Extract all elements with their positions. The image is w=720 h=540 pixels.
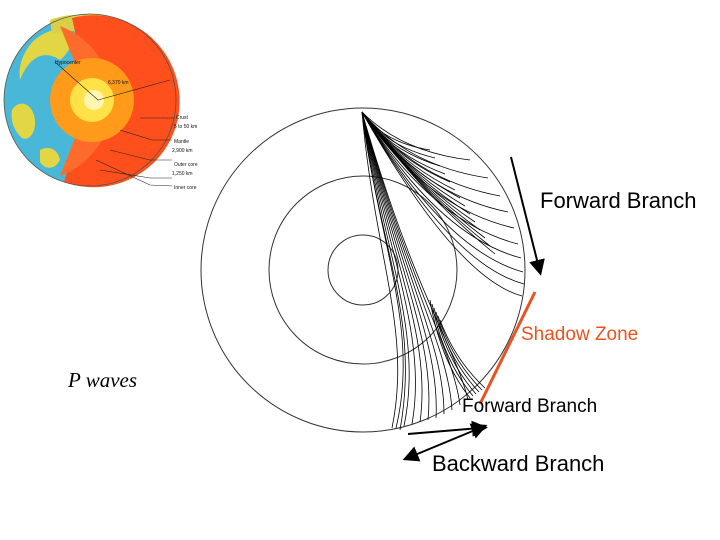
ray-shallow-8 (361, 111, 524, 273)
forward-branch-upper-label: Forward Branch (540, 188, 697, 213)
ray-deep-8 (361, 111, 453, 411)
inset-label-hypocenter: Hypocenter (55, 60, 81, 66)
ray-fan-14 (361, 111, 496, 255)
ray-cross-6 (439, 319, 486, 389)
ray-deep-9 (361, 111, 461, 406)
earth-cutaway-inset: Hypocenter 6,370 km Crust 5 to 50 km Man… (3, 13, 198, 191)
forward-branch-upper-arrow (510, 156, 545, 276)
ray-deep-5 (361, 111, 430, 421)
globe-land (11, 28, 72, 168)
inset-label-crust: Crust (176, 115, 189, 121)
shadow-zone-line (478, 291, 537, 405)
ray-cross-4 (435, 311, 480, 393)
inset-label-radius: 6,370 km (108, 80, 129, 86)
ray-shallow-1 (361, 111, 471, 161)
inset-label-outer-core-thickness: 1,250 km (172, 171, 193, 177)
ray-cross-2 (431, 303, 474, 397)
ray-deep-2 (361, 111, 410, 427)
ray-deep-1 (361, 111, 404, 429)
globe-outline (3, 13, 177, 187)
ray-shallow-9 (361, 111, 525, 285)
inset-leader-lines (54, 61, 175, 187)
ray-fan-13 (361, 111, 491, 247)
p-waves-label: P waves (68, 368, 138, 392)
shadow-zone-label: Shadow Zone (521, 324, 639, 345)
inset-label-mantle-thickness: 2,900 km (172, 148, 193, 154)
backward-branch-label: Backward Branch (432, 451, 605, 476)
inset-label-inner-core: Inner core (174, 185, 197, 191)
ray-cross-3 (433, 307, 477, 395)
ray-fan-1 (361, 111, 431, 151)
outer-core-boundary (268, 175, 458, 365)
earth-surface-circle (200, 107, 526, 433)
inset-label-outer-core: Outer core (174, 162, 198, 168)
inset-label-mantle: Mantle (174, 139, 189, 145)
ray-backward-1 (361, 111, 406, 431)
ray-deep-6 (361, 111, 437, 419)
ray-deep-3 (361, 111, 416, 425)
ray-shallow-7 (361, 111, 522, 259)
inner-core-glow (84, 90, 104, 110)
ray-shallow-10 (361, 111, 523, 297)
ray-backward-2 (361, 111, 399, 429)
ray-deep-4 (361, 111, 423, 423)
forward-branch-lower-label: Forward Branch (462, 396, 598, 417)
backward-branch-arrow-bottom (402, 423, 488, 462)
ray-shallow-2 (361, 111, 489, 179)
inset-label-crust-thickness: 5 to 50 km (174, 124, 197, 130)
ray-diagram (200, 107, 526, 433)
ray-cross-5 (437, 315, 483, 391)
p-wave-rays (361, 111, 525, 431)
ray-cross-1 (429, 299, 471, 399)
ray-deep-7 (361, 111, 445, 415)
ray-deep-10 (361, 111, 469, 401)
